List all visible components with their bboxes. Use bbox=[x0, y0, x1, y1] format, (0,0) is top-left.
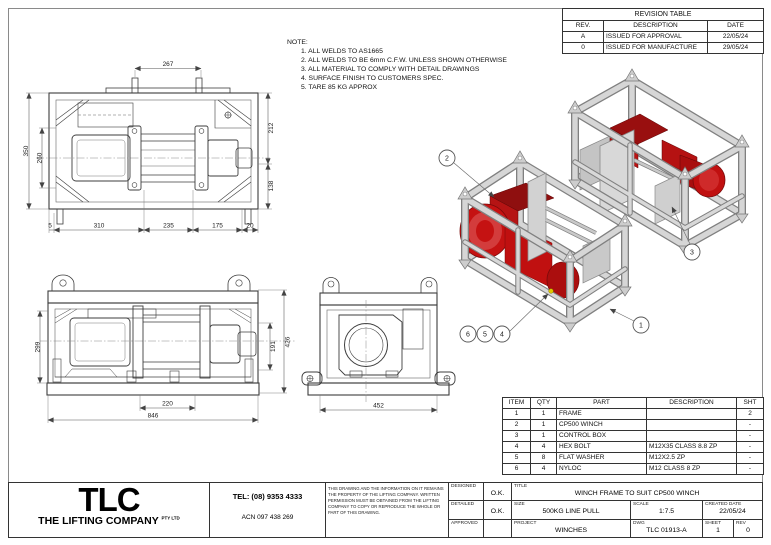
iso-view-upper bbox=[567, 68, 750, 256]
dim-plan-b0: 5 bbox=[48, 223, 52, 230]
table-row: 3 1 CONTROL BOX - bbox=[502, 430, 764, 442]
table-row: 0 ISSUED FOR MANUFACTURE 29/05/24 bbox=[562, 42, 765, 54]
balloon-4: 4 bbox=[500, 332, 504, 339]
table-row: 5 8 FLAT WASHER M12X2.5 ZP - bbox=[502, 452, 764, 464]
highlighted-bolt bbox=[548, 288, 554, 294]
dim-plan-b4: 20 bbox=[246, 223, 254, 230]
dim-front-bottom-outer: 846 bbox=[148, 413, 159, 420]
plan-view bbox=[36, 77, 270, 225]
note-item: 3. ALL MATERIAL TO COMPLY WITH DETAIL DR… bbox=[301, 66, 480, 73]
dim-plan-b3: 175 bbox=[212, 223, 223, 230]
approved-label-cell: APPROVED bbox=[449, 519, 484, 537]
dim-plan-left-inner: 260 bbox=[37, 152, 44, 163]
company-name: THE LIFTING COMPANY PTY LTD bbox=[38, 515, 180, 527]
table-row: 2 1 CP500 WINCH - bbox=[502, 419, 764, 431]
balloon-5: 5 bbox=[483, 332, 487, 339]
plan-dimensions: 267 350 260 212 138 5 310 235 175 20 bbox=[23, 61, 275, 233]
balloon-3: 3 bbox=[690, 250, 694, 257]
notes-block: NOTE: 1. ALL WELDS TO AS1665 2. ALL WELD… bbox=[287, 38, 507, 92]
front-view bbox=[40, 274, 295, 396]
phone-number: TEL: (08) 9353 4333 bbox=[232, 492, 303, 501]
balloon-2: 2 bbox=[445, 156, 449, 163]
note-item: 4. SURFACE FINISH TO CUSTOMERS SPEC. bbox=[301, 75, 444, 82]
copyright-disclaimer: THIS DRAWING AND THE INFORMATION ON IT R… bbox=[326, 483, 449, 537]
approved-value-cell bbox=[484, 519, 512, 537]
dim-side-height-inner: 191 bbox=[270, 341, 277, 352]
company-logo: TLC THE LIFTING COMPANY PTY LTD bbox=[9, 483, 210, 537]
dim-front-left: 299 bbox=[35, 341, 42, 352]
dim-plan-b1: 310 bbox=[94, 223, 105, 230]
dim-plan-right-bottom: 138 bbox=[268, 180, 275, 191]
detailed-value-cell: O.K. bbox=[484, 501, 512, 519]
table-header-row: REV. DESCRIPTION DATE bbox=[562, 20, 765, 32]
table-header-row: ITEM QTY PART DESCRIPTION SHT bbox=[502, 397, 764, 409]
revision-table-title: REVISION TABLE bbox=[561, 8, 765, 21]
side-dimensions: 452 bbox=[319, 395, 438, 413]
notes-label: NOTE: bbox=[287, 39, 308, 46]
logo-text: TLC bbox=[78, 481, 140, 518]
dim-side-height-outer: 426 bbox=[285, 336, 292, 347]
iso-view-lower bbox=[457, 150, 633, 333]
balloon-callouts: 2 1 3 4 5 6 bbox=[438, 149, 701, 343]
note-item: 2. ALL WELDS TO BE 6mm C.F.W. UNLESS SHO… bbox=[301, 57, 507, 64]
dim-front-bottom-inner: 220 bbox=[162, 401, 173, 408]
note-item: 1. ALL WELDS TO AS1665 bbox=[301, 48, 383, 55]
company-acn: ACN 097 438 269 bbox=[241, 514, 294, 521]
dim-plan-top: 267 bbox=[163, 61, 174, 68]
front-dimensions: 299 191 426 220 846 bbox=[35, 289, 292, 423]
revision-table: REVISION TABLE REV. DESCRIPTION DATE A I… bbox=[561, 8, 765, 54]
table-row: 1 1 FRAME 2 bbox=[502, 408, 764, 420]
dim-side-width: 452 bbox=[373, 403, 384, 410]
company-suffix: PTY LTD bbox=[161, 515, 180, 521]
note-item: 5. TARE 85 KG APPROX bbox=[301, 84, 378, 91]
designed-value-cell: O.K. bbox=[484, 483, 512, 501]
designed-label-cell: DESIGNED bbox=[449, 483, 484, 501]
balloon-1: 1 bbox=[639, 323, 643, 330]
table-row: 6 4 NYLOC M12 CLASS 8 ZP - bbox=[502, 463, 764, 475]
balloon-6: 6 bbox=[466, 332, 470, 339]
side-view bbox=[301, 277, 456, 402]
dim-plan-right-top: 212 bbox=[268, 122, 275, 133]
table-row: A ISSUED FOR APPROVAL 22/05/24 bbox=[562, 31, 765, 43]
company-contact: TEL: (08) 9353 4333 ACN 097 438 269 bbox=[210, 483, 326, 537]
dim-plan-left-outer: 350 bbox=[23, 145, 30, 156]
item-table: ITEM QTY PART DESCRIPTION SHT 1 1 FRAME … bbox=[502, 397, 764, 475]
title-block: TLC THE LIFTING COMPANY PTY LTD TEL: (08… bbox=[8, 482, 763, 538]
table-row: 4 4 HEX BOLT M12X35 CLASS 8.8 ZP - bbox=[502, 441, 764, 453]
detailed-label-cell: DETAILED bbox=[449, 501, 484, 519]
dim-plan-b2: 235 bbox=[163, 223, 174, 230]
